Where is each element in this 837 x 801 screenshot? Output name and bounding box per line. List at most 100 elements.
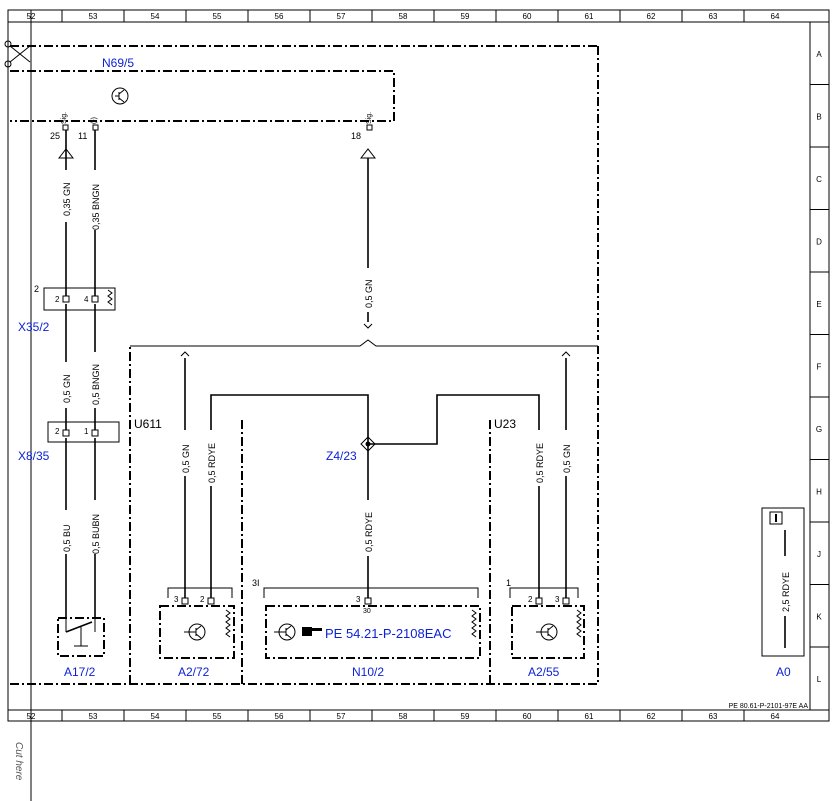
ruler-row-label: F <box>817 363 822 372</box>
ruler-column-label: 61 <box>585 712 594 721</box>
ruler-row-label: A <box>816 50 822 59</box>
svg-text:0,5 GN: 0,5 GN <box>62 374 72 403</box>
pin-18: 18 <box>351 131 361 141</box>
svg-text:2: 2 <box>55 295 60 304</box>
scissors-icon <box>4 40 31 68</box>
ruler-column-label: 62 <box>647 12 656 21</box>
svg-text:0,5 GN: 0,5 GN <box>562 444 572 473</box>
svg-text:0,5 RDYE: 0,5 RDYE <box>207 443 217 483</box>
a2-72-pin: 3 <box>174 595 179 604</box>
ruler-row-label: L <box>817 675 822 684</box>
ruler-column-label: 54 <box>151 712 160 721</box>
z4-23-splice <box>360 436 376 452</box>
a2-55-num: 1 <box>506 578 511 588</box>
ruler-column-label: 62 <box>647 712 656 721</box>
svg-text:2: 2 <box>55 427 60 436</box>
svg-text:0,5 BNGN: 0,5 BNGN <box>91 364 101 405</box>
transistor-icon <box>111 87 129 105</box>
x8-35-label: X8/35 <box>18 449 50 463</box>
ruler-column-label: 61 <box>585 12 594 21</box>
u23-label: U23 <box>494 417 516 431</box>
ruler-column-label: 59 <box>461 12 470 21</box>
ruler-column-label: 60 <box>523 12 532 21</box>
n10-2-box <box>265 605 481 659</box>
n10-2-label: N10/2 <box>352 665 384 679</box>
svg-text:0,35 BNGN: 0,35 BNGN <box>91 184 101 230</box>
ruler-column-label: 53 <box>89 712 98 721</box>
a0-wire-label: 2,5 RDYE <box>781 572 791 612</box>
info-icon <box>769 511 783 525</box>
switch-icon <box>65 618 96 647</box>
a2-72-pin: 2 <box>200 595 205 604</box>
ruler-row-label: H <box>816 488 822 497</box>
svg-text:0,5 GN: 0,5 GN <box>181 444 191 473</box>
ruler-column-label: 63 <box>709 12 718 21</box>
pin-25-sig: Sig. <box>61 112 68 124</box>
a17-2-label: A17/2 <box>64 665 96 679</box>
wire-label: 0,5 GN <box>364 279 374 308</box>
ruler-column-label: 60 <box>523 712 532 721</box>
svg-text:2: 2 <box>34 284 39 294</box>
ruler-column-label: 56 <box>275 12 284 21</box>
ruler-column-label: 55 <box>213 12 222 21</box>
ruler-column-label: 63 <box>709 712 718 721</box>
n10-2-pin: 30 <box>363 608 371 615</box>
n69-5-label: N69/5 <box>102 56 134 70</box>
ruler-row-label: J <box>817 550 821 559</box>
svg-text:1: 1 <box>84 427 89 436</box>
a2-72-label: A2/72 <box>178 665 210 679</box>
a2-55-pin: 2 <box>528 595 533 604</box>
pin-11: 11 <box>78 131 87 141</box>
ruler-column-label: 56 <box>275 712 284 721</box>
a0-box <box>761 507 805 657</box>
ruler-column-label: 55 <box>213 712 222 721</box>
cut-here-text: Cut here <box>13 742 24 781</box>
ruler-row-label: G <box>816 425 822 434</box>
z4-23-label: Z4/23 <box>326 449 357 463</box>
ruler-column-label: 52 <box>27 12 36 21</box>
ruler-column-label: 52 <box>27 712 36 721</box>
ruler-column-label: 57 <box>337 712 346 721</box>
n10-2-pin: 3 <box>356 595 361 604</box>
wire-break-symbol <box>363 323 373 329</box>
transistor-icon <box>184 623 206 641</box>
ruler-column-label: 64 <box>771 712 780 721</box>
pin-18-sig: Sig. <box>366 112 373 124</box>
ruler-column-label: 58 <box>399 712 408 721</box>
pin-25: 25 <box>50 131 60 141</box>
svg-text:0,5 BU: 0,5 BU <box>62 524 72 552</box>
ruler-row-label: B <box>816 113 821 122</box>
svg-text:0,5 BUBN: 0,5 BUBN <box>91 514 101 554</box>
ruler-column-label: 58 <box>399 12 408 21</box>
a0-label: A0 <box>776 665 791 679</box>
svg-text:0,5 RDYE: 0,5 RDYE <box>364 512 374 552</box>
n10-2-ref-link[interactable]: PE 54.21-P-2108EAC <box>325 626 451 641</box>
connector-x8-35: 2 1 <box>47 421 120 443</box>
n10-2-num: 3I <box>252 578 260 588</box>
transistor-icon <box>536 623 558 641</box>
x35-2-label: X35/2 <box>18 320 50 334</box>
a2-72-box <box>159 605 235 659</box>
ruler-column-label: 59 <box>461 712 470 721</box>
pin-11-sig: (-) <box>91 117 98 124</box>
a2-55-label: A2/55 <box>528 665 560 679</box>
a2-55-pin: 3 <box>555 595 560 604</box>
ruler-column-label: 54 <box>151 12 160 21</box>
ruler: 5252535354545555565657575858595960606161… <box>27 10 829 721</box>
ruler-row-label: E <box>816 300 821 309</box>
transistor-icon <box>274 623 296 641</box>
svg-text:0,35 GN: 0,35 GN <box>62 182 72 216</box>
connector-x35-2: 2 2 4 <box>34 284 116 311</box>
u611-label: U611 <box>134 417 162 431</box>
a17-2-box <box>57 617 105 657</box>
frame-border <box>7 9 830 722</box>
shield-marker <box>359 148 377 159</box>
ruler-row-label: D <box>816 238 822 247</box>
wire-labels-left: 0,35 GN 0,35 BNGN 0,5 GN 0,5 BNGN 0,5 BU… <box>59 170 102 554</box>
a2-55-box <box>511 605 585 659</box>
ruler-column-label: 53 <box>89 12 98 21</box>
wire-labels-lower: 0,5 GN 0,5 RDYE 0,5 RDYE 0,5 RDYE 0,5 GN <box>178 430 573 556</box>
svg-text:0,5 RDYE: 0,5 RDYE <box>535 443 545 483</box>
ruler-column-label: 64 <box>771 12 780 21</box>
